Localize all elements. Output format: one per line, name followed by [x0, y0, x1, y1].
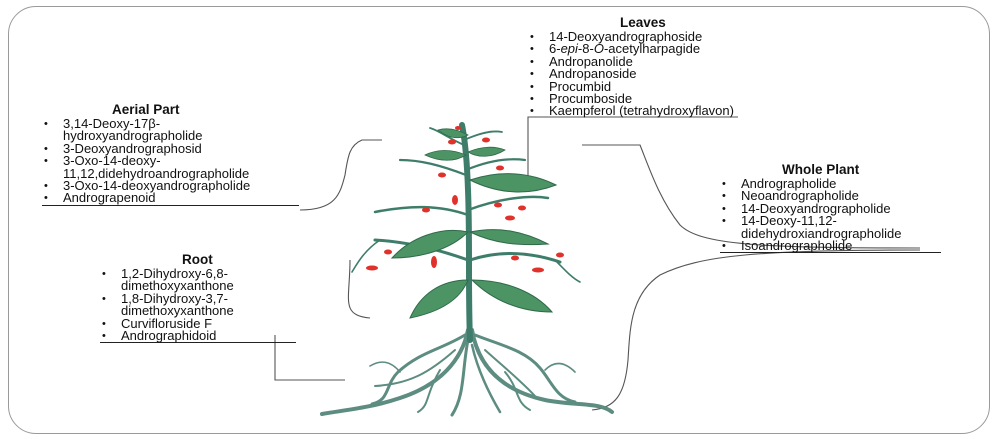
leaf — [468, 173, 558, 193]
root-list: •1,2-Dihydroxy-6,8-dimethoxyxanthone •1,… — [100, 266, 340, 344]
list-item: •Procumboside — [530, 91, 633, 107]
root-title: Root — [182, 252, 213, 267]
flower — [452, 195, 458, 205]
list-item: •Andropanolide — [530, 53, 633, 69]
flower — [431, 256, 437, 268]
flower — [532, 267, 544, 273]
flower — [556, 252, 564, 258]
leaf — [467, 146, 506, 157]
list-item: •6-epi-8-O-acetylharpagide — [530, 41, 701, 57]
flower — [482, 137, 490, 143]
list-item: •Andrograpenoid — [42, 191, 299, 206]
plant-flowers — [366, 126, 564, 273]
list-item: •Andrographidoid — [100, 329, 296, 344]
aerial-part-list: •3,14-Deoxy-17β-hydroxyandrographolide •… — [42, 116, 299, 206]
list-item: •1,8-Dihydroxy-3,7-dimethoxyxanthone — [102, 290, 234, 319]
whole-plant-list: •Andrographolide •Neoandrographolide •14… — [720, 176, 990, 254]
list-item: •14-Deoxyandrographoside — [530, 29, 703, 44]
flower — [455, 126, 461, 130]
list-item: •Procumbid — [530, 78, 612, 94]
flower — [494, 202, 502, 208]
leaves-title: Leaves — [620, 15, 666, 30]
list-item: •Andrographolide — [722, 176, 837, 191]
connector-whole-bottom — [591, 249, 921, 411]
flower — [496, 165, 504, 171]
connector-lines — [274, 116, 921, 411]
connector-aerial — [299, 139, 382, 211]
flower — [366, 265, 378, 271]
list-item: •3-Oxo-14-deoxy-11,12,didehydroandrograp… — [44, 153, 250, 181]
aerial-part-title: Aerial Part — [112, 102, 180, 117]
leaf — [470, 279, 554, 313]
flower — [511, 255, 519, 261]
list-item: •1,2-Dihydroxy-6,8-dimethoxyxanthone — [102, 266, 234, 294]
plant-stem — [351, 122, 581, 343]
flower — [384, 249, 392, 255]
flower — [448, 139, 456, 145]
list-item: •Isoandrographolide — [720, 239, 941, 254]
connector-whole-top — [582, 144, 921, 249]
leaf — [409, 279, 469, 319]
diagram-frame — [8, 6, 990, 434]
flower — [422, 207, 430, 213]
leaves-list: •14-Deoxyandrographoside •6-epi-8-O-acet… — [528, 29, 788, 119]
flower — [518, 205, 526, 211]
connector-root — [274, 335, 345, 381]
list-item: •3-Oxo-14-deoxyandrographolide — [44, 178, 251, 194]
list-item: •Kaempferol (tetrahydroxyflavon) — [530, 103, 734, 119]
aerial-part-group: Aerial Part •3,14-Deoxy-17β-hydroxyandro… — [42, 102, 302, 206]
whole-plant-title: Whole Plant — [782, 162, 860, 177]
list-item: •Curvifloruside F — [102, 315, 213, 331]
whole-plant-group: Whole Plant •Andrographolide •Neoandrogr… — [720, 162, 990, 254]
list-item: •Neoandrographolide — [722, 188, 859, 204]
connector-root-top — [347, 259, 371, 319]
connector-leaves — [527, 116, 738, 180]
leaf — [424, 150, 467, 161]
leaf — [390, 229, 470, 259]
list-item: •3,14-Deoxy-17β-hydroxyandrographolide — [44, 116, 203, 144]
plant-roots — [320, 328, 614, 417]
leaf — [437, 128, 469, 139]
list-item: •14-Deoxy-11,12-didehydroxiandrographoli… — [722, 213, 902, 241]
list-item: •14-Deoxyandrographolide — [722, 200, 891, 216]
leaf — [468, 229, 550, 246]
flower — [505, 215, 515, 221]
plant-leaves — [390, 128, 558, 319]
flower — [438, 172, 446, 178]
list-item: •Andropanoside — [530, 66, 637, 82]
root-group: Root •1,2-Dihydroxy-6,8-dimethoxyxanthon… — [100, 252, 340, 344]
list-item: •3-Deoxyandrographosid — [44, 140, 202, 156]
leaves-group: Leaves •14-Deoxyandrographoside •6-epi-8… — [528, 15, 788, 118]
